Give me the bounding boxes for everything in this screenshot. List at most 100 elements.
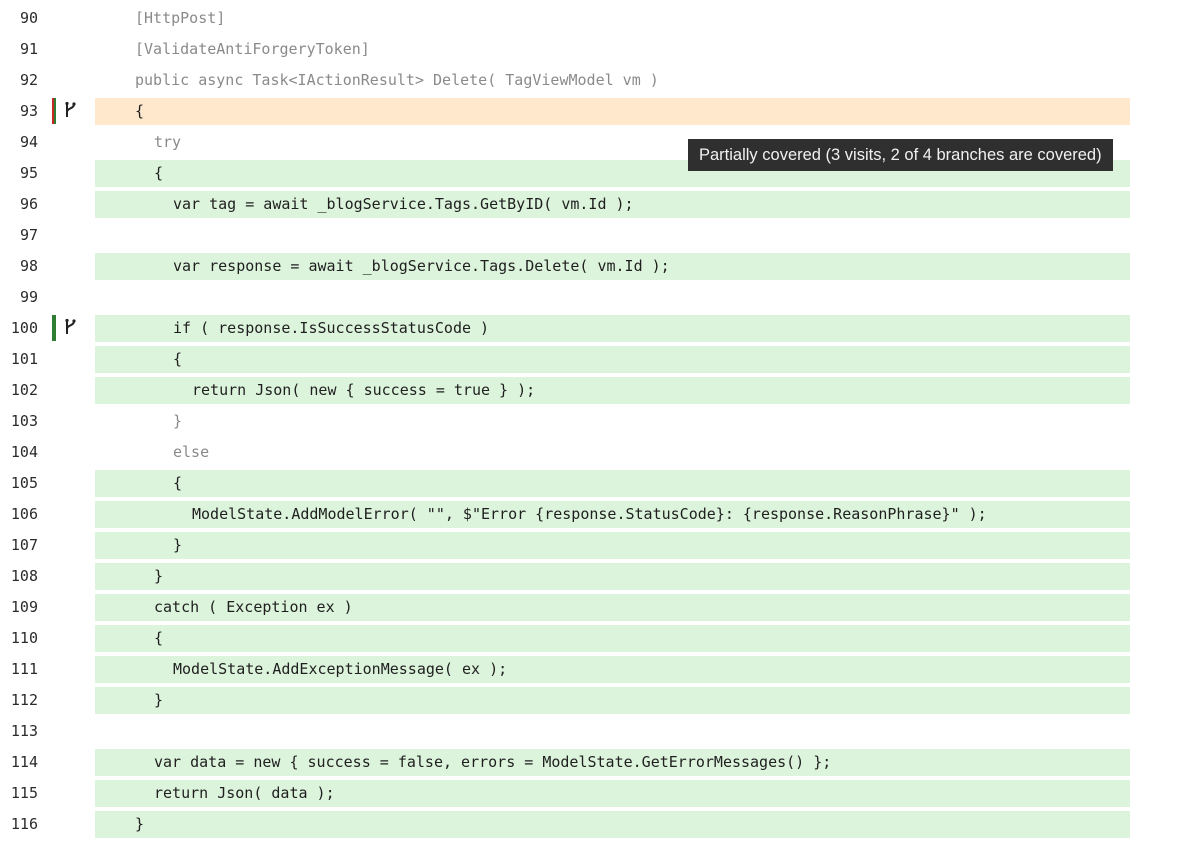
code-text: if ( response.IsSuccessStatusCode ) [173, 319, 490, 337]
code-line-108: 108 } [0, 561, 1181, 592]
code-line-113: 113 [0, 716, 1181, 747]
line-number: 101 [10, 350, 38, 368]
code-line-101: 101 { [0, 344, 1181, 375]
code-line-112: 112 } [0, 685, 1181, 716]
line-number: 91 [19, 40, 38, 58]
coverage-highlight [95, 191, 1130, 218]
covered-marker [54, 98, 56, 124]
line-number: 113 [10, 722, 38, 740]
coverage-gutter [52, 561, 82, 592]
code-line-103: 103 } [0, 406, 1181, 437]
code-text: } [135, 815, 145, 833]
line-number: 115 [10, 784, 38, 802]
code-line-90: 90 [HttpPost] [0, 3, 1181, 34]
code-line-98: 98 var response = await _blogService.Tag… [0, 251, 1181, 282]
line-number: 93 [19, 102, 38, 120]
code-text: else [173, 443, 210, 461]
code-line-105: 105 { [0, 468, 1181, 499]
coverage-gutter [52, 251, 82, 282]
code-line-116: 116 } [0, 809, 1181, 840]
code-line-94: 94 try [0, 127, 1181, 158]
line-number: 105 [10, 474, 38, 492]
branch-icon[interactable] [63, 101, 77, 119]
coverage-highlight [95, 811, 1130, 838]
coverage-gutter [52, 220, 82, 251]
line-number: 90 [19, 9, 38, 27]
coverage-gutter [52, 530, 82, 561]
coverage-gutter [52, 65, 82, 96]
code-text: { [154, 629, 164, 647]
coverage-gutter [52, 313, 82, 344]
code-line-93: 93 { [0, 96, 1181, 127]
line-number: 110 [10, 629, 38, 647]
code-line-104: 104 else [0, 437, 1181, 468]
code-text: } [173, 536, 183, 554]
code-line-97: 97 [0, 220, 1181, 251]
coverage-gutter [52, 34, 82, 65]
code-text: { [135, 102, 145, 120]
line-number: 112 [10, 691, 38, 709]
coverage-gutter [52, 685, 82, 716]
code-line-100: 100 if ( response.IsSuccessStatusCode ) [0, 313, 1181, 344]
line-number: 94 [19, 133, 38, 151]
line-number: 116 [10, 815, 38, 833]
line-number: 99 [19, 288, 38, 306]
coverage-highlight [95, 749, 1130, 776]
line-number: 107 [10, 536, 38, 554]
code-text: return Json( new { success = true } ); [192, 381, 536, 399]
coverage-highlight [95, 284, 1130, 311]
coverage-highlight [95, 501, 1130, 528]
branch-icon[interactable] [63, 318, 77, 336]
coverage-highlight [95, 253, 1130, 280]
code-text: { [173, 350, 183, 368]
code-text: } [154, 691, 164, 709]
coverage-highlight [95, 222, 1130, 249]
coverage-highlight [95, 780, 1130, 807]
line-number: 96 [19, 195, 38, 213]
coverage-highlight [95, 439, 1130, 466]
uncovered-marker [52, 98, 54, 124]
coverage-gutter [52, 158, 82, 189]
line-number: 104 [10, 443, 38, 461]
coverage-highlight [95, 656, 1130, 683]
line-number: 100 [10, 319, 38, 337]
coverage-highlight [95, 408, 1130, 435]
line-number: 102 [10, 381, 38, 399]
code-text: { [154, 164, 164, 182]
code-line-110: 110 { [0, 623, 1181, 654]
coverage-gutter [52, 406, 82, 437]
line-number: 109 [10, 598, 38, 616]
coverage-gutter [52, 375, 82, 406]
code-line-91: 91 [ValidateAntiForgeryToken] [0, 34, 1181, 65]
code-line-111: 111 ModelState.AddExceptionMessage( ex )… [0, 654, 1181, 685]
coverage-gutter [52, 437, 82, 468]
coverage-gutter [52, 127, 82, 158]
code-text: ModelState.AddModelError( "", $"Error {r… [192, 505, 987, 523]
code-line-95: 95 { [0, 158, 1181, 189]
coverage-highlight [95, 625, 1130, 652]
coverage-highlight [95, 687, 1130, 714]
code-text: [ValidateAntiForgeryToken] [135, 40, 370, 58]
code-text: var response = await _blogService.Tags.D… [173, 257, 670, 275]
code-text: return Json( data ); [154, 784, 335, 802]
coverage-gutter [52, 282, 82, 313]
coverage-gutter [52, 344, 82, 375]
coverage-highlight [95, 346, 1130, 373]
coverage-gutter [52, 499, 82, 530]
code-text: } [154, 567, 164, 585]
line-number: 92 [19, 71, 38, 89]
code-text: var data = new { success = false, errors… [154, 753, 832, 771]
code-line-107: 107 } [0, 530, 1181, 561]
code-line-102: 102 return Json( new { success = true } … [0, 375, 1181, 406]
coverage-highlight [95, 563, 1130, 590]
code-coverage-view: 90 [HttpPost] 91 [ValidateAntiForgeryTok… [0, 3, 1181, 840]
code-line-114: 114 var data = new { success = false, er… [0, 747, 1181, 778]
code-text: catch ( Exception ex ) [154, 598, 353, 616]
coverage-highlight [95, 532, 1130, 559]
coverage-highlight [95, 377, 1130, 404]
line-number: 106 [10, 505, 38, 523]
line-number: 98 [19, 257, 38, 275]
covered-marker [52, 315, 56, 341]
code-text: public async Task<IActionResult> Delete(… [135, 71, 659, 89]
coverage-gutter [52, 716, 82, 747]
